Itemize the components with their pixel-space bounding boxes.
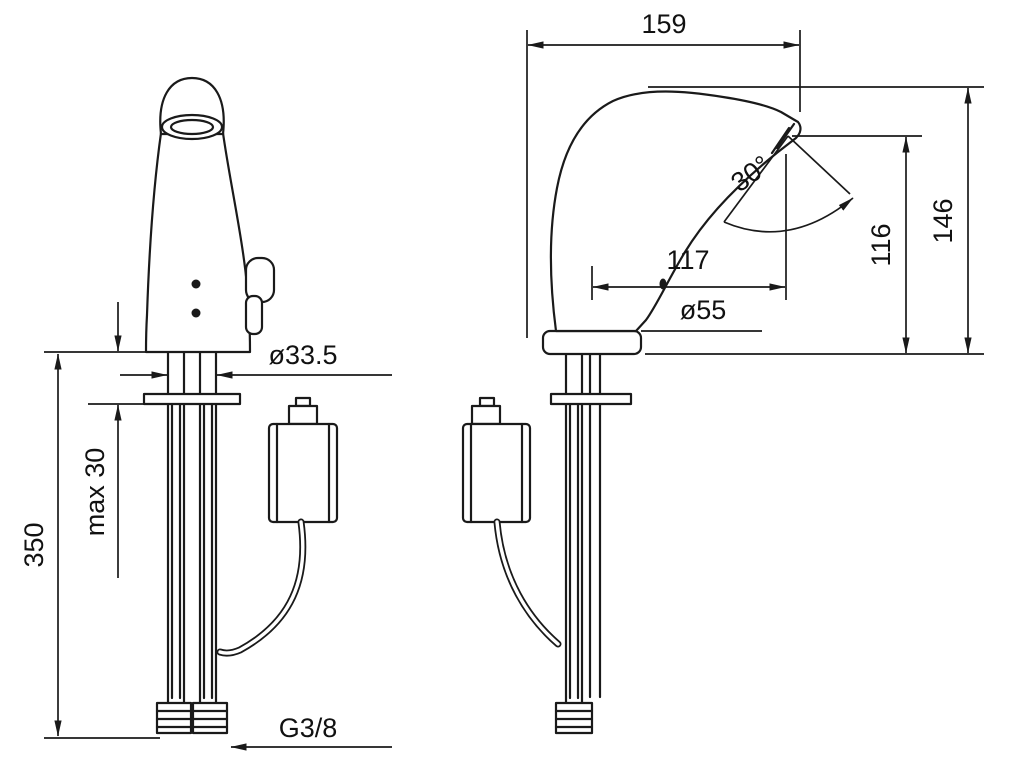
spout-outlet-inner: [169, 118, 215, 136]
side-view: 159 146 116 30° 117: [461, 9, 984, 735]
dim-thread-size: G3/8: [230, 713, 392, 751]
supply-pipes-side: [564, 352, 602, 705]
aerator-line-2: [775, 122, 796, 150]
dim-max-deck: max 30: [44, 302, 146, 578]
cable-side: [493, 518, 562, 648]
thread-connector-side: [554, 701, 594, 735]
dim-hole-diameter: ø33.5: [120, 340, 392, 379]
supply-pipes-front: [166, 350, 218, 705]
dim-total-height: 146: [645, 86, 984, 355]
control-box-front: [267, 396, 339, 524]
thread-connectors-front: [155, 701, 229, 735]
total-reach-label: 159: [641, 9, 686, 39]
dim-spout-reach: 117: [591, 154, 787, 300]
spout-reach-label: 117: [666, 245, 709, 275]
faucet-body-side: [549, 90, 802, 333]
mounting-flange-front: [142, 392, 242, 406]
control-box-side: [461, 396, 532, 524]
mounting-flange-side: [549, 392, 633, 406]
supply-length-label: 350: [19, 522, 49, 567]
outlet-height-label: 116: [866, 223, 896, 266]
dim-total-reach: 159: [526, 9, 801, 338]
thread-size-label: G3/8: [279, 713, 338, 743]
max-deck-label: max 30: [80, 448, 110, 537]
base-diameter-label: ø55: [680, 295, 727, 325]
dim-base-diameter: ø55: [641, 295, 762, 332]
handle-lever: [244, 256, 276, 336]
sensor-dot-lower: [191, 308, 201, 318]
front-view: ø33.5 max 30 350 G3/8: [19, 76, 392, 751]
sensor-dot-upper: [191, 279, 201, 289]
dim-outlet-height: 116: [792, 135, 922, 354]
aerator-line-1: [770, 126, 791, 155]
hole-diameter-label: ø33.5: [268, 340, 337, 370]
faucet-base-side: [541, 329, 643, 356]
dim-supply-length: 350: [19, 353, 160, 739]
cable-front: [216, 518, 307, 657]
faucet-body-front: [144, 131, 252, 354]
total-height-label: 146: [928, 198, 958, 243]
